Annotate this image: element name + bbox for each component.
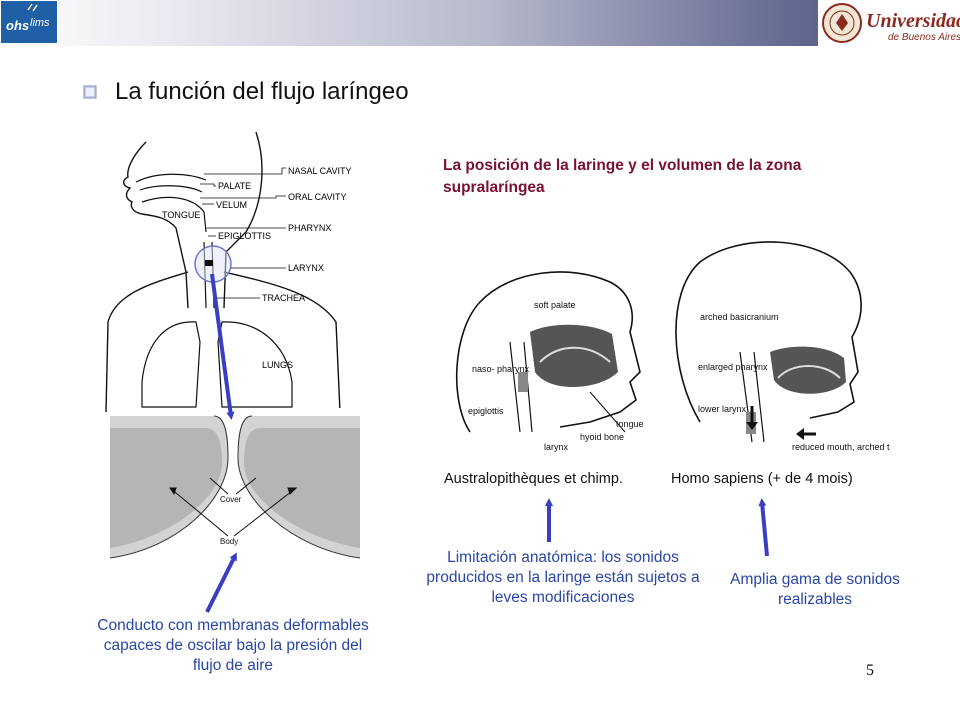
- label-reduced-mouth: reduced mouth, arched tongue: [792, 442, 890, 452]
- label-velum: VELUM: [216, 200, 247, 210]
- label-larynx-left: larynx: [544, 442, 569, 452]
- page-number: 5: [866, 662, 874, 679]
- larynx-comparison-figure: soft palate naso- pharynx epiglottis lar…: [455, 241, 890, 452]
- label-pharynx: PHARYNX: [288, 223, 331, 233]
- note-limitation: Limitación anatómica: los sonidos produc…: [426, 549, 700, 606]
- slide-title: La función del flujo laríngeo: [115, 78, 409, 105]
- label-trachea: TRACHEA: [262, 293, 305, 303]
- svg-text:ohs: ohs: [6, 18, 29, 33]
- label-tongue: TONGUE: [162, 210, 200, 220]
- label-arched-basicranium: arched basicranium: [700, 312, 779, 322]
- label-larynx: LARYNX: [288, 263, 324, 273]
- label-lower-larynx: lower larynx: [698, 404, 747, 414]
- label-soft-palate: soft palate: [534, 300, 576, 310]
- label-tongue-left: tongue: [616, 419, 644, 429]
- university-logo: Universidad de Buenos Aires: [818, 0, 960, 46]
- label-cover: Cover: [220, 495, 242, 504]
- section-heading: La posición de la laringe y el volumen d…: [443, 157, 802, 196]
- label-enlarged-pharynx: enlarged pharynx: [698, 362, 768, 372]
- arrow-range: [758, 498, 769, 557]
- vocal-tract-diagram: NASAL CAVITY PALATE ORAL CAVITY VELUM TO…: [105, 132, 352, 412]
- label-nasal-cavity: NASAL CAVITY: [288, 166, 352, 176]
- svg-text:Universidad: Universidad: [866, 10, 960, 32]
- caption-homo-sapiens: Homo sapiens (+ de 4 mois): [671, 471, 853, 487]
- arrow-larynx-to-folds: [210, 273, 235, 420]
- label-body: Body: [220, 537, 238, 546]
- label-epiglottis-left: epiglottis: [468, 406, 504, 416]
- label-lungs: LUNGS: [262, 360, 293, 370]
- svg-text:lims: lims: [30, 17, 50, 29]
- vocal-fold-diagram: Cover Body: [110, 408, 360, 572]
- label-oral-cavity: ORAL CAVITY: [288, 192, 347, 202]
- note-conduct: Conducto con membranas deformables capac…: [97, 617, 369, 674]
- label-hyoid-bone: hyoid bone: [580, 432, 624, 442]
- label-palate: PALATE: [218, 181, 251, 191]
- caption-australopithecus: Australopithèques et chimp.: [444, 471, 623, 487]
- arrow-conduct: [205, 552, 237, 613]
- note-range: Amplia gama de sonidos realizables: [730, 571, 900, 608]
- label-nasopharynx: naso- pharynx: [472, 364, 530, 374]
- lims-logo: ohs lims: [0, 0, 58, 44]
- header-bar: [0, 0, 960, 46]
- svg-text:de Buenos Aires: de Buenos Aires: [888, 32, 960, 43]
- label-epiglottis: EPIGLOTTIS: [218, 231, 271, 241]
- bullet-icon: [83, 85, 97, 99]
